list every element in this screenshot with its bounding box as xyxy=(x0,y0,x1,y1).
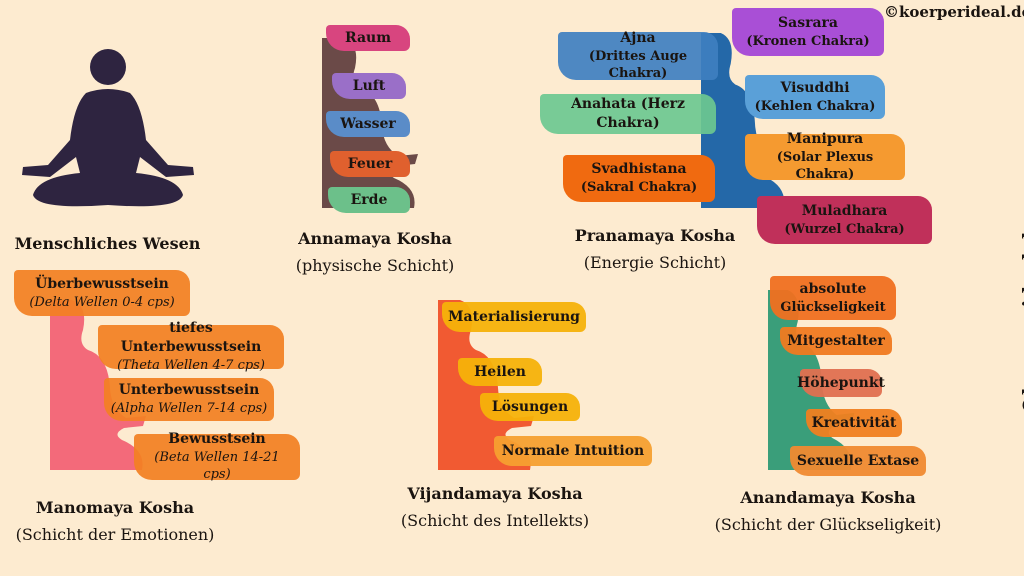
annamaya-label-feuer: Feuer xyxy=(330,151,410,177)
chakra-label-anahata: Anahata (Herz Chakra) xyxy=(540,94,716,134)
chakra-name: Ajna xyxy=(620,30,656,47)
annamaya-subtitle: (physische Schicht) xyxy=(295,256,455,275)
chakra-sub: (Drittes Auge Chakra) xyxy=(588,48,688,82)
vijnanamaya-title-text: Vijandamaya Kosha xyxy=(407,484,583,503)
chakra-sub: (Solar Plexus Chakra) xyxy=(776,149,874,183)
chakra-label-manipura: Manipura(Solar Plexus Chakra) xyxy=(745,131,905,182)
chakra-name: Muladhara xyxy=(801,202,888,219)
copyright-text: ©koerperideal.de xyxy=(884,3,1024,21)
label-name: Unterbewusstsein xyxy=(118,382,260,399)
chakra-label-svadhistana: Svadhistana (Sakral Chakra) xyxy=(563,155,715,202)
chakra-sub: (Wurzel Chakra) xyxy=(784,221,905,237)
label-sub: (Theta Wellen 4-7 cps) xyxy=(117,358,265,374)
manomaya-title-text: Manomaya Kosha xyxy=(35,498,195,517)
chakra-sub: (Kehlen Chakra) xyxy=(754,98,876,114)
label-sub: (Alpha Wellen 7-14 cps) xyxy=(110,401,268,417)
annamaya-label-luft: Luft xyxy=(332,73,406,99)
meditating-human-icon xyxy=(22,49,194,207)
chakra-name: Sasrara xyxy=(778,14,838,31)
vijnanamaya-label-heilen: Heilen xyxy=(458,358,542,386)
annamaya-title-text: Annamaya Kosha xyxy=(298,229,452,248)
chakra-label-sasrara: Sasrara (Kronen Chakra) xyxy=(732,8,884,56)
chakra-label-muladhara: Muladhara (Wurzel Chakra) xyxy=(757,196,932,244)
label-name: absolute xyxy=(799,280,867,297)
anandamaya-label-sexuelle-extase: Sexuelle Extase xyxy=(790,446,926,476)
chakra-name: Manipura xyxy=(786,131,864,148)
label-name: Überbewusstsein xyxy=(35,275,169,292)
copyright-vertical-text: ©koerperideal.de xyxy=(1018,218,1024,416)
label-sub: (Delta Wellen 0-4 cps) xyxy=(29,294,175,310)
anandamaya-title: Anandamaya Kosha (Schicht der Glückselig… xyxy=(700,484,956,538)
pranamaya-title-text: Pranamaya Kosha xyxy=(574,226,736,245)
label-sub: (Beta Wellen 14-21 cps) xyxy=(154,449,280,483)
label-name: tiefes Unterbewusstsein xyxy=(120,320,262,356)
anandamaya-subtitle: (Schicht der Glückseligkeit) xyxy=(714,515,942,534)
vijnanamaya-label-materialisierung: Materialisierung xyxy=(442,302,586,332)
chakra-name: Svadhistana xyxy=(591,161,687,178)
anandamaya-label-kreativitaet: Kreativität xyxy=(806,409,902,437)
human-title: Menschliches Wesen xyxy=(14,234,201,253)
annamaya-title: Annamaya Kosha (physische Schicht) xyxy=(270,225,480,279)
vijnanamaya-label-normale-intuition: Normale Intuition xyxy=(494,436,652,466)
anandamaya-title-text: Anandamaya Kosha xyxy=(740,488,916,507)
vijnanamaya-label-loesungen: Lösungen xyxy=(480,393,580,421)
annamaya-label-raum: Raum xyxy=(326,25,410,51)
manomaya-label-tiefes-unterbewusstsein: tiefes Unterbewusstsein (Theta Wellen 4-7… xyxy=(98,320,284,373)
anandamaya-label-hoehepunkt: Höhepunkt xyxy=(797,369,885,397)
label-name: Bewusstsein xyxy=(168,431,266,448)
manomaya-subtitle: (Schicht der Emotionen) xyxy=(15,525,215,544)
chakra-label-ajna: Ajna(Drittes Auge Chakra) xyxy=(558,30,718,82)
annamaya-label-wasser: Wasser xyxy=(326,111,410,137)
annamaya-label-erde: Erde xyxy=(328,187,410,213)
chakra-name: Visuddhi xyxy=(780,79,850,96)
vijnanamaya-title: Vijandamaya Kosha (Schicht des Intellekt… xyxy=(385,480,605,534)
chakra-sub: (Kronen Chakra) xyxy=(746,33,870,49)
manomaya-label-bewusstsein: Bewusstsein(Beta Wellen 14-21 cps) xyxy=(134,431,300,482)
pranamaya-title: Pranamaya Kosha (Energie Schicht) xyxy=(550,222,760,276)
vijnanamaya-subtitle: (Schicht des Intellekts) xyxy=(400,511,590,530)
chakra-label-visuddhi: Visuddhi (Kehlen Chakra) xyxy=(745,75,885,119)
manomaya-title: Manomaya Kosha (Schicht der Emotionen) xyxy=(0,494,230,548)
manomaya-label-ueberbewusstsein: Überbewusstsein (Delta Wellen 0-4 cps) xyxy=(14,270,190,316)
label-sub: Glückseligkeit xyxy=(780,299,886,315)
chakra-sub: (Sakral Chakra) xyxy=(580,180,698,196)
anandamaya-label-mitgestalter: Mitgestalter xyxy=(780,327,892,355)
pranamaya-subtitle: (Energie Schicht) xyxy=(583,253,727,272)
manomaya-label-unterbewusstsein: Unterbewusstsein (Alpha Wellen 7-14 cps) xyxy=(104,378,274,421)
